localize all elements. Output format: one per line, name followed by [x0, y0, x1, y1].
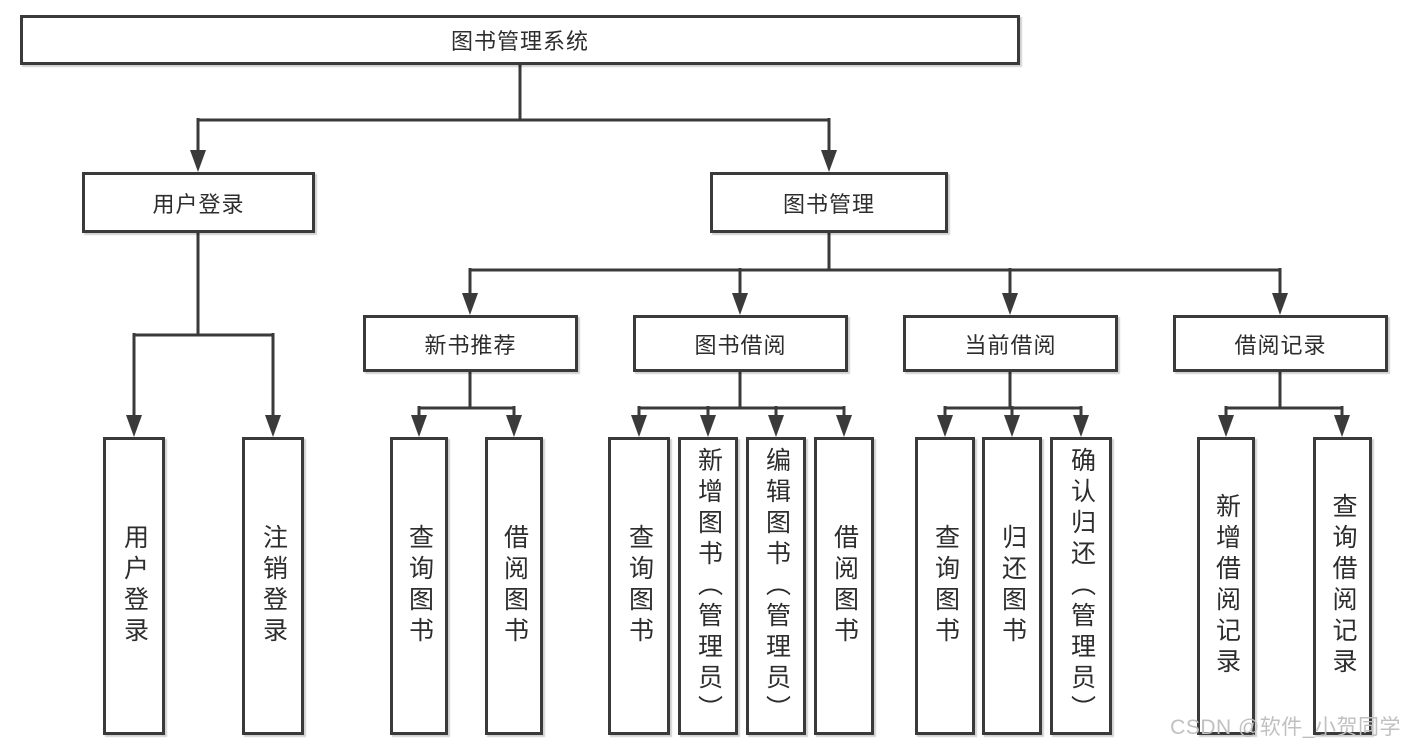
arrowhead: [1073, 415, 1089, 437]
leaf-user-login: 用户登录: [103, 437, 165, 735]
node-new-book-recommend: 新书推荐: [363, 315, 578, 372]
leaf-borrowing-edit-books-admin: 编辑图书（管理员）: [746, 437, 806, 735]
leaf-current-return-books: 归还图书: [982, 437, 1042, 735]
arrowhead: [1334, 415, 1350, 437]
arrowhead: [190, 150, 206, 172]
arrowhead: [1004, 415, 1020, 437]
node-book-borrowing: 图书借阅: [633, 315, 848, 372]
arrowhead: [937, 415, 953, 437]
arrowhead: [732, 293, 748, 315]
arrowhead: [821, 150, 837, 172]
leaf-records-add-record: 新增借阅记录: [1197, 437, 1255, 735]
leaf-logout: 注销登录: [242, 437, 304, 735]
leaf-borrowing-add-books-admin: 新增图书（管理员）: [678, 437, 738, 735]
leaf-borrowing-query-books: 查询图书: [608, 437, 670, 735]
leaf-current-query-books: 查询图书: [915, 437, 975, 735]
arrowhead: [700, 415, 716, 437]
leaf-newbooks-query-books: 查询图书: [390, 437, 448, 735]
node-root-book-management-system: 图书管理系统: [20, 15, 1020, 65]
arrowhead: [506, 415, 522, 437]
connector-bookmgmt-to-level3: [462, 232, 1288, 315]
arrowhead: [126, 415, 142, 437]
connector-newbooks-to-leaves: [411, 372, 522, 437]
connector-root-to-level2: [190, 64, 837, 172]
node-borrowing-records: 借阅记录: [1173, 315, 1388, 372]
connector-records-to-leaves: [1218, 372, 1350, 437]
arrowhead: [1272, 293, 1288, 315]
csdn-watermark: CSDN @软件_小贺同学: [1170, 716, 1401, 739]
node-book-management: 图书管理: [710, 172, 948, 233]
leaf-records-query-record: 查询借阅记录: [1313, 437, 1372, 735]
connector-borrowing-to-leaves: [631, 372, 852, 437]
node-current-borrowing: 当前借阅: [903, 315, 1118, 372]
connector-userlogin-to-leaves: [126, 232, 281, 437]
arrowhead: [462, 293, 478, 315]
arrowhead: [768, 415, 784, 437]
connector-current-to-leaves: [937, 372, 1089, 437]
arrowhead: [265, 415, 281, 437]
leaf-current-confirm-return-admin: 确认归还（管理员）: [1050, 437, 1112, 735]
arrowhead: [836, 415, 852, 437]
leaf-newbooks-borrow-books: 借阅图书: [485, 437, 543, 735]
arrowhead: [1002, 293, 1018, 315]
leaf-borrowing-borrow-books: 借阅图书: [814, 437, 874, 735]
arrowhead: [631, 415, 647, 437]
node-user-login: 用户登录: [82, 172, 315, 233]
arrowhead: [411, 415, 427, 437]
arrowhead: [1218, 415, 1234, 437]
